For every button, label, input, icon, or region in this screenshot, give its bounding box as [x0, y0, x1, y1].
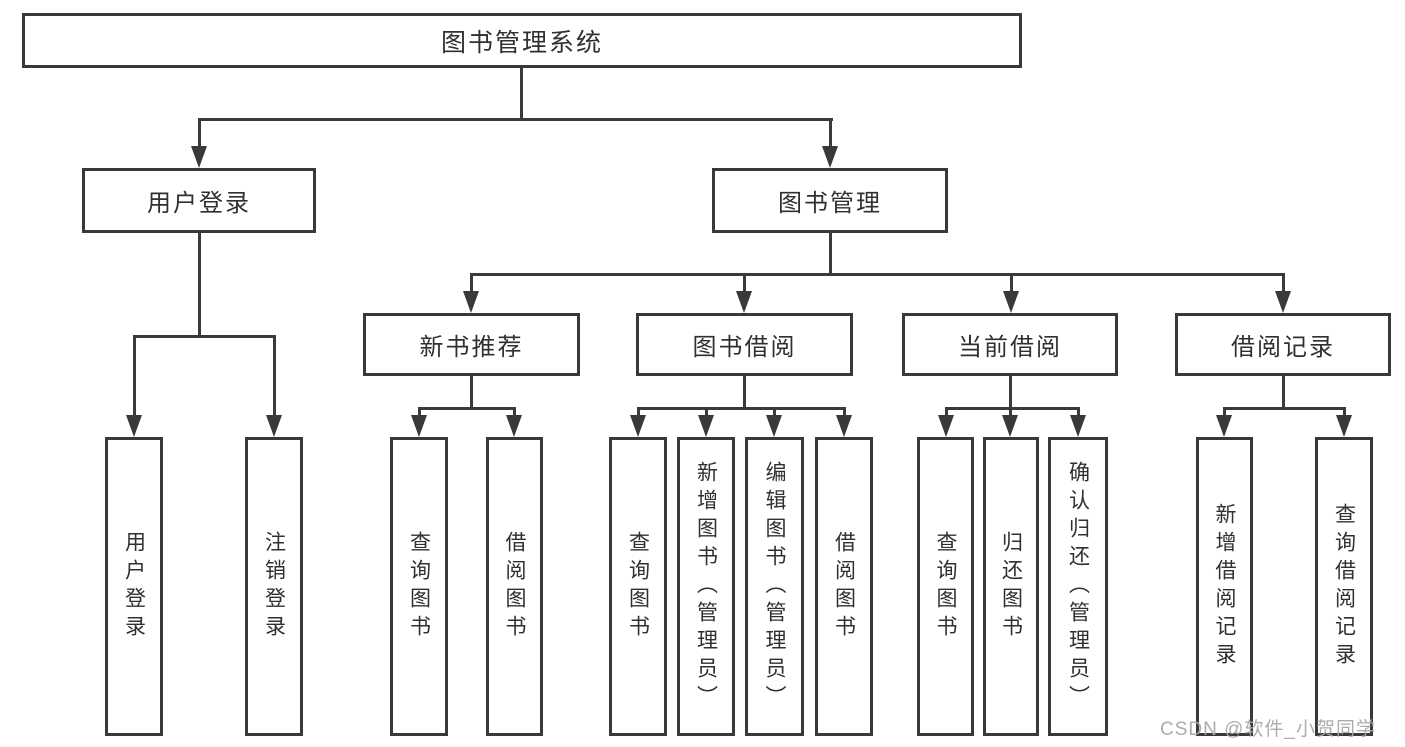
connector-segment: [1009, 407, 1012, 419]
arrow-down-icon: [266, 415, 282, 437]
node-book-borrow: 图书借阅: [636, 313, 853, 376]
node-root: 图书管理系统: [22, 13, 1022, 68]
leaf-borrow-borrow-book: 借阅图书: [815, 437, 873, 736]
connector-segment: [1282, 273, 1285, 293]
connector-segment: [1009, 376, 1012, 407]
arrow-down-icon: [463, 291, 479, 313]
connector-segment: [418, 407, 516, 410]
leaf-user-login-label: 用户登录: [122, 530, 146, 643]
arrow-down-icon: [1002, 415, 1018, 437]
node-book-management-label: 图书管理: [778, 190, 882, 217]
connector-segment: [513, 407, 516, 419]
arrow-down-icon: [1336, 415, 1352, 437]
connector-segment: [637, 407, 640, 419]
leaf-user-login: 用户登录: [105, 437, 163, 736]
node-current-borrow-label: 当前借阅: [958, 334, 1062, 361]
leaf-newbooks-query: 查询图书: [390, 437, 448, 736]
connector-segment: [198, 118, 201, 150]
connector-segment: [273, 335, 276, 419]
connector-segment: [1343, 407, 1346, 419]
connector-segment: [829, 233, 832, 273]
arrow-down-icon: [822, 146, 838, 168]
node-borrow-records: 借阅记录: [1175, 313, 1391, 376]
leaf-current-query-label: 查询图书: [934, 530, 957, 643]
connector-segment: [1223, 407, 1346, 410]
connector-segment: [198, 233, 201, 335]
connector-segment: [470, 273, 473, 293]
leaf-current-return: 归还图书: [983, 437, 1039, 736]
node-new-book-recommend: 新书推荐: [363, 313, 580, 376]
leaf-borrow-add-book-admin: 新增图书（管理员）: [677, 437, 735, 736]
leaf-borrow-query: 查询图书: [609, 437, 667, 736]
leaf-borrow-add-book-admin-label: 新增图书（管理员）: [694, 460, 718, 713]
connector-segment: [773, 407, 776, 419]
arrow-down-icon: [766, 415, 782, 437]
arrow-down-icon: [1216, 415, 1232, 437]
node-book-management: 图书管理: [712, 168, 948, 233]
leaf-borrow-edit-book-admin: 编辑图书（管理员）: [745, 437, 804, 736]
connector-segment: [829, 118, 832, 150]
arrow-down-icon: [1003, 291, 1019, 313]
connector-segment: [945, 407, 948, 419]
leaf-newbooks-query-label: 查询图书: [407, 530, 431, 643]
leaf-borrow-edit-book-admin-label: 编辑图书（管理员）: [763, 460, 786, 713]
arrow-down-icon: [1070, 415, 1086, 437]
connector-segment: [743, 273, 746, 293]
node-user-login: 用户登录: [82, 168, 316, 233]
connector-segment: [1223, 407, 1226, 419]
arrow-down-icon: [698, 415, 714, 437]
connector-segment: [133, 335, 276, 338]
connector-segment: [743, 376, 746, 407]
leaf-borrow-query-label: 查询图书: [626, 530, 650, 643]
connector-segment: [470, 376, 473, 407]
leaf-records-add-label: 新增借阅记录: [1213, 502, 1236, 671]
connector-segment: [637, 407, 846, 410]
leaf-current-return-label: 归还图书: [999, 530, 1023, 643]
arrow-down-icon: [126, 415, 142, 437]
arrow-down-icon: [411, 415, 427, 437]
arrow-down-icon: [1275, 291, 1291, 313]
connector-segment: [1010, 273, 1013, 293]
arrow-down-icon: [191, 146, 207, 168]
connector-segment: [945, 407, 1080, 410]
watermark: CSDN @软件_小贺同学: [1160, 719, 1376, 740]
node-user-login-label: 用户登录: [147, 190, 251, 217]
arrow-down-icon: [630, 415, 646, 437]
connector-segment: [843, 407, 846, 419]
connector-segment: [1077, 407, 1080, 419]
leaf-records-query-label: 查询借阅记录: [1332, 502, 1356, 671]
leaf-records-query: 查询借阅记录: [1315, 437, 1373, 736]
node-root-label: 图书管理系统: [440, 28, 603, 57]
leaf-records-add: 新增借阅记录: [1196, 437, 1253, 736]
arrow-down-icon: [506, 415, 522, 437]
arrow-down-icon: [736, 291, 752, 313]
connector-segment: [133, 335, 136, 419]
node-borrow-records-label: 借阅记录: [1231, 334, 1335, 361]
leaf-logout-label: 注销登录: [262, 530, 286, 643]
node-book-borrow-label: 图书借阅: [692, 334, 797, 361]
leaf-newbooks-borrow-label: 借阅图书: [503, 530, 526, 643]
leaf-current-confirm-return-admin: 确认归还（管理员）: [1048, 437, 1108, 736]
connector-segment: [418, 407, 421, 419]
connector-segment: [198, 118, 833, 121]
leaf-current-confirm-return-admin-label: 确认归还（管理员）: [1066, 460, 1090, 713]
arrow-down-icon: [938, 415, 954, 437]
connector-segment: [705, 407, 708, 419]
node-current-borrow: 当前借阅: [902, 313, 1118, 376]
node-new-book-recommend-label: 新书推荐: [419, 334, 524, 361]
connector-segment: [470, 273, 1285, 276]
leaf-borrow-borrow-book-label: 借阅图书: [832, 530, 856, 643]
connector-segment: [520, 68, 523, 118]
connector-segment: [1282, 376, 1285, 407]
leaf-current-query: 查询图书: [917, 437, 974, 736]
arrow-down-icon: [836, 415, 852, 437]
leaf-newbooks-borrow: 借阅图书: [486, 437, 543, 736]
leaf-logout: 注销登录: [245, 437, 303, 736]
